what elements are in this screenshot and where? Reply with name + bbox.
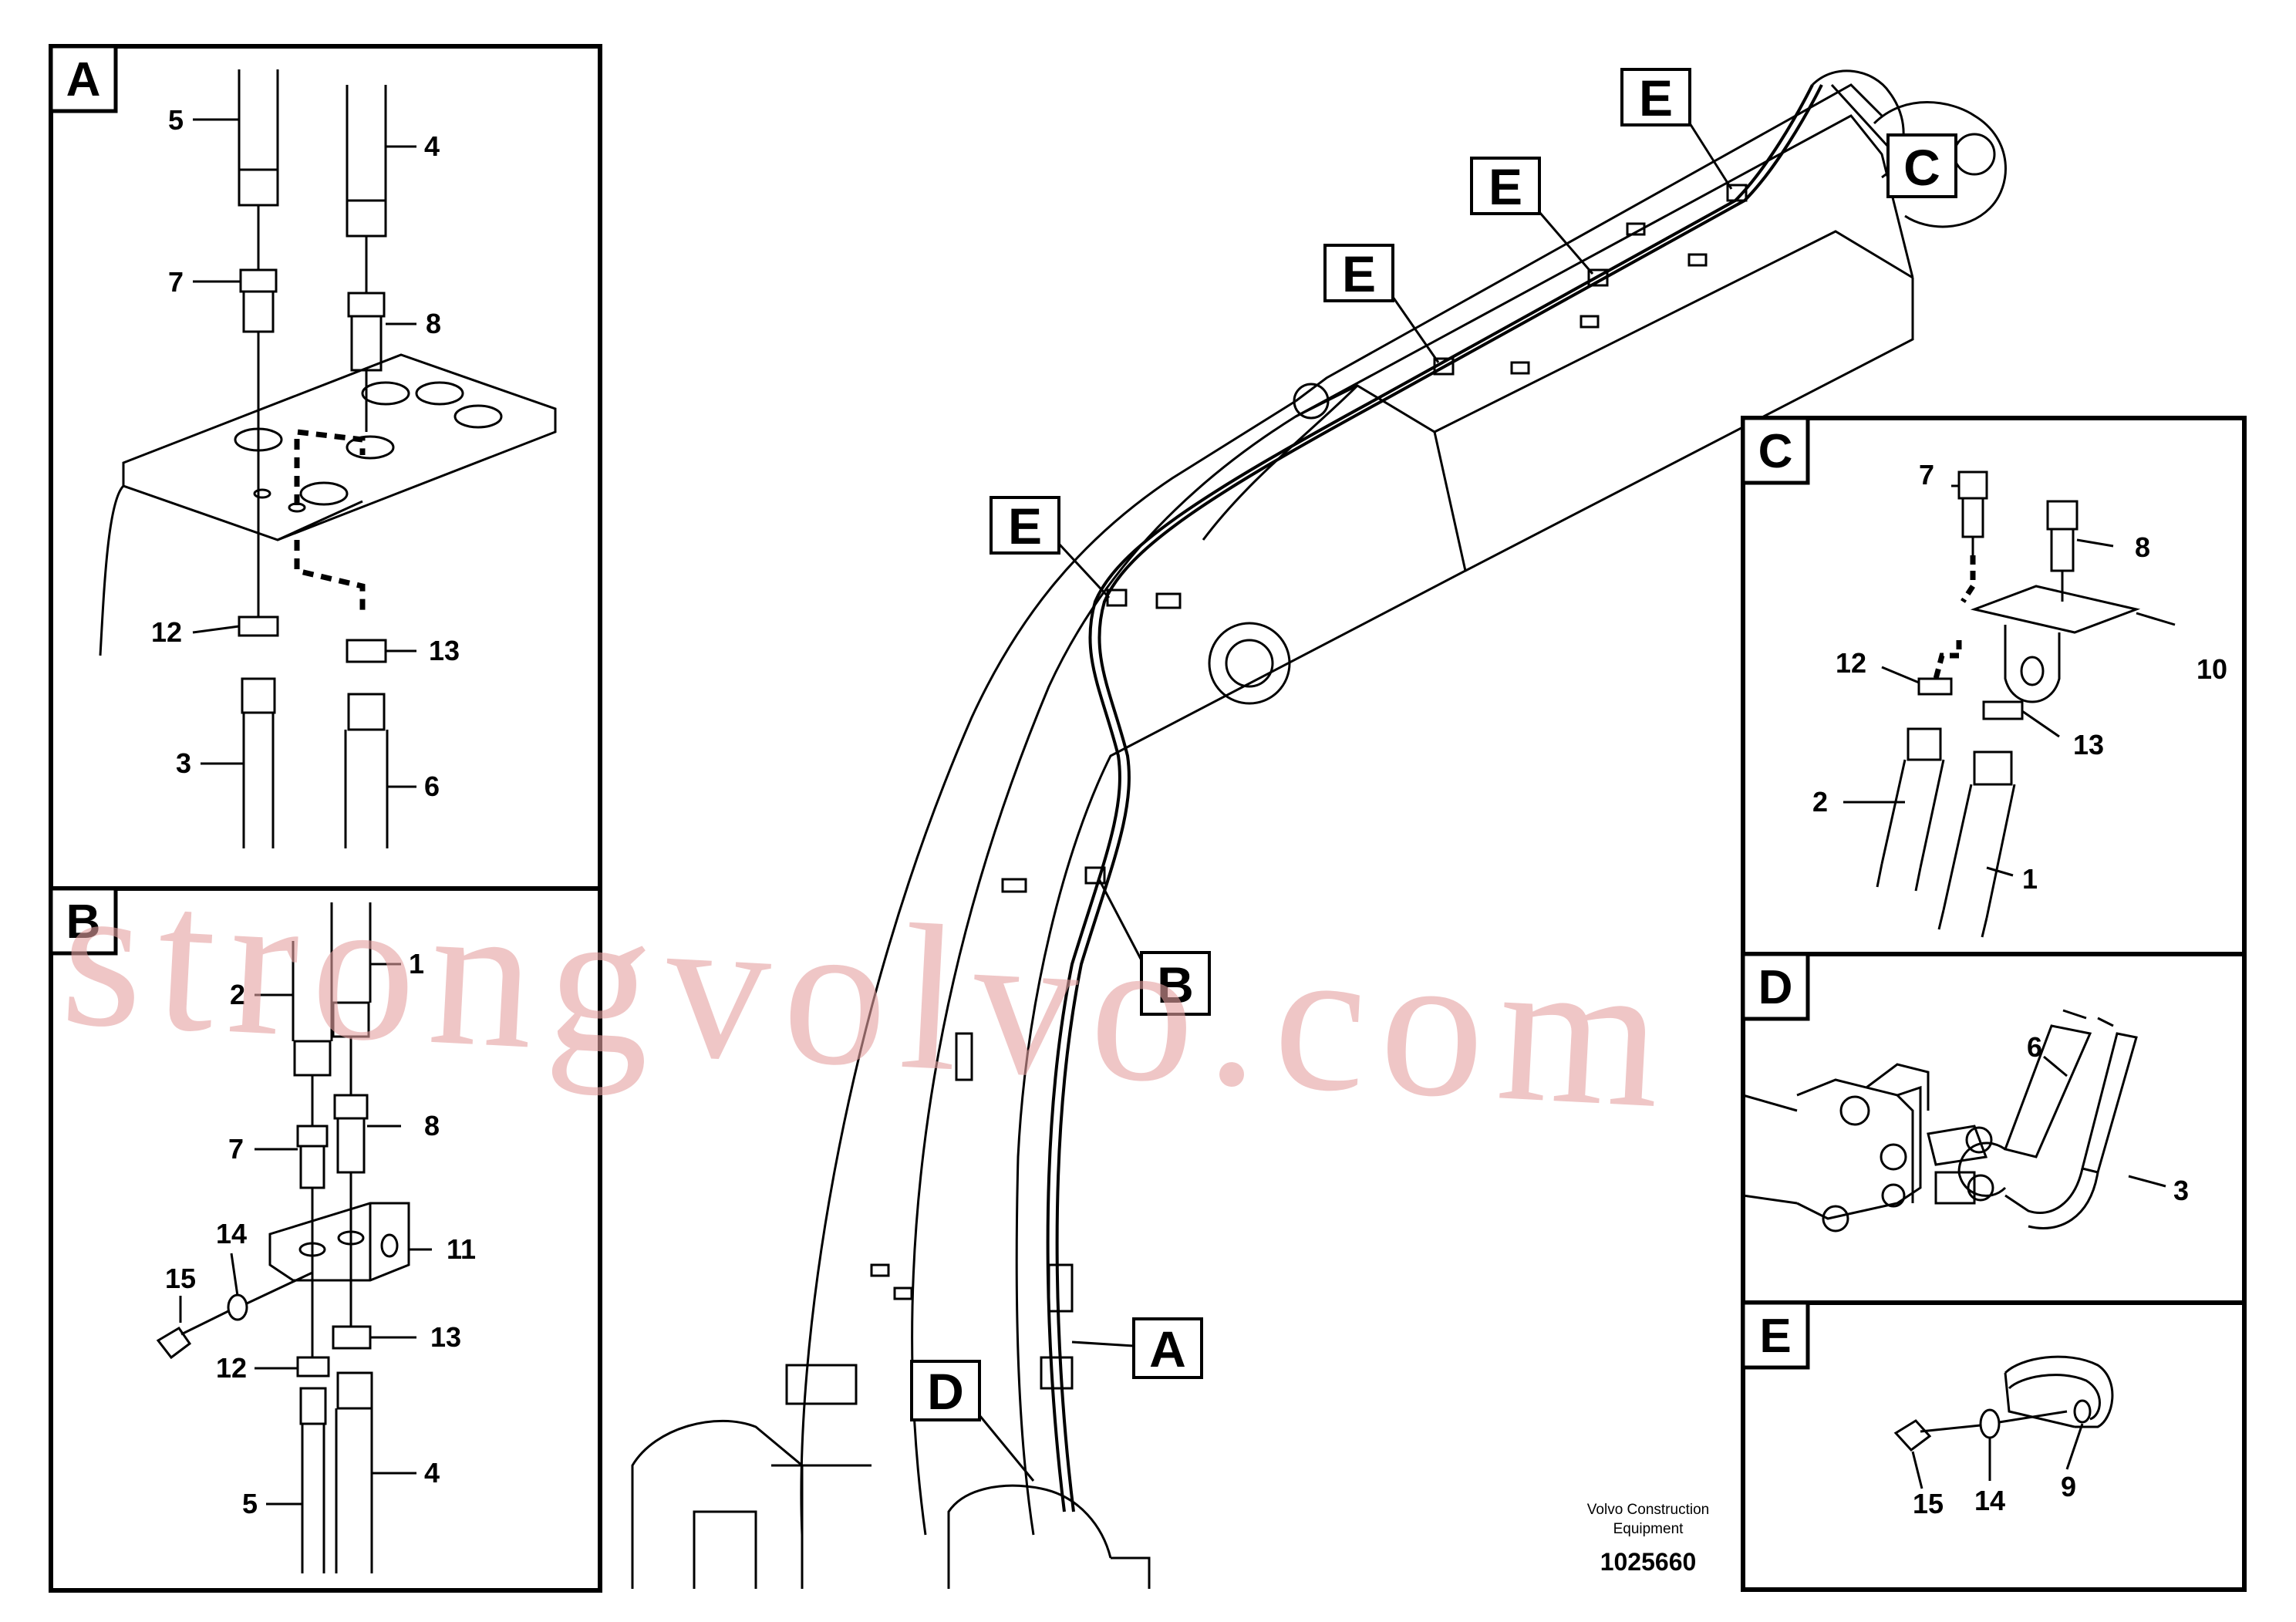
boom-illustration	[631, 69, 2007, 1589]
panel-b: B	[49, 886, 602, 1593]
callout-e-4: E	[1620, 68, 1733, 190]
callout-e-3: E	[1470, 157, 1594, 275]
label-10: 10	[2197, 653, 2227, 685]
svg-text:E: E	[1342, 245, 1376, 302]
svg-text:A: A	[1149, 1320, 1186, 1378]
callout-b: B	[1097, 878, 1211, 1016]
callout-c: C	[1830, 83, 1957, 198]
label-13: 13	[2073, 729, 2104, 760]
label-14: 14	[1974, 1485, 2005, 1516]
label-3: 3	[176, 747, 191, 779]
callout-e-1: E	[990, 496, 1111, 599]
label-1: 1	[409, 948, 424, 980]
svg-text:E: E	[1489, 158, 1522, 215]
label-15: 15	[165, 1263, 196, 1294]
label-7: 7	[168, 266, 184, 298]
label-5: 5	[168, 104, 184, 136]
label-12: 12	[1836, 647, 1866, 679]
label-12: 12	[216, 1352, 247, 1384]
reference-number: 1025660	[1600, 1548, 1697, 1576]
label-9: 9	[2061, 1471, 2076, 1502]
callout-a: A	[1071, 1317, 1203, 1379]
svg-text:E: E	[1639, 69, 1673, 126]
panel-letter-a: A	[66, 53, 101, 106]
panel-letter-d: D	[1758, 961, 1793, 1014]
label-8: 8	[424, 1110, 440, 1141]
panel-letter-c: C	[1758, 425, 1793, 478]
svg-text:E: E	[1008, 497, 1042, 555]
label-8: 8	[2135, 531, 2150, 563]
panel-d: D 6 3	[1741, 952, 2247, 1305]
panel-letter-e: E	[1759, 1310, 1791, 1363]
label-4: 4	[424, 1457, 440, 1489]
panel-e: E 15 14 9	[1741, 1300, 2247, 1592]
svg-text:D: D	[927, 1363, 964, 1420]
label-7: 7	[228, 1133, 244, 1165]
credit-block: Volvo Construction Equipment 1025660	[1587, 1502, 1709, 1576]
label-1: 1	[2022, 863, 2038, 895]
label-13: 13	[429, 635, 460, 666]
svg-text:B: B	[1157, 956, 1194, 1013]
credit-line-1: Volvo Construction	[1587, 1502, 1709, 1518]
callout-e-2: E	[1323, 244, 1440, 363]
label-6: 6	[2027, 1031, 2042, 1063]
callout-d: D	[910, 1360, 1035, 1482]
label-7: 7	[1919, 459, 1934, 491]
credit-line-2: Equipment	[1613, 1521, 1684, 1537]
label-11: 11	[447, 1233, 476, 1265]
label-5: 5	[242, 1488, 258, 1519]
panel-c: C	[1741, 416, 2247, 956]
label-12: 12	[151, 616, 182, 648]
label-13: 13	[430, 1321, 461, 1353]
label-2: 2	[1812, 786, 1828, 818]
svg-text:C: C	[1903, 139, 1940, 196]
label-3: 3	[2173, 1175, 2189, 1206]
label-2: 2	[230, 979, 245, 1010]
label-6: 6	[424, 771, 440, 802]
panel-letter-b: B	[66, 895, 101, 949]
panel-a: A	[49, 44, 602, 891]
label-8: 8	[426, 308, 441, 339]
label-15: 15	[1913, 1488, 1944, 1519]
label-4: 4	[424, 130, 440, 162]
label-14: 14	[216, 1218, 247, 1249]
